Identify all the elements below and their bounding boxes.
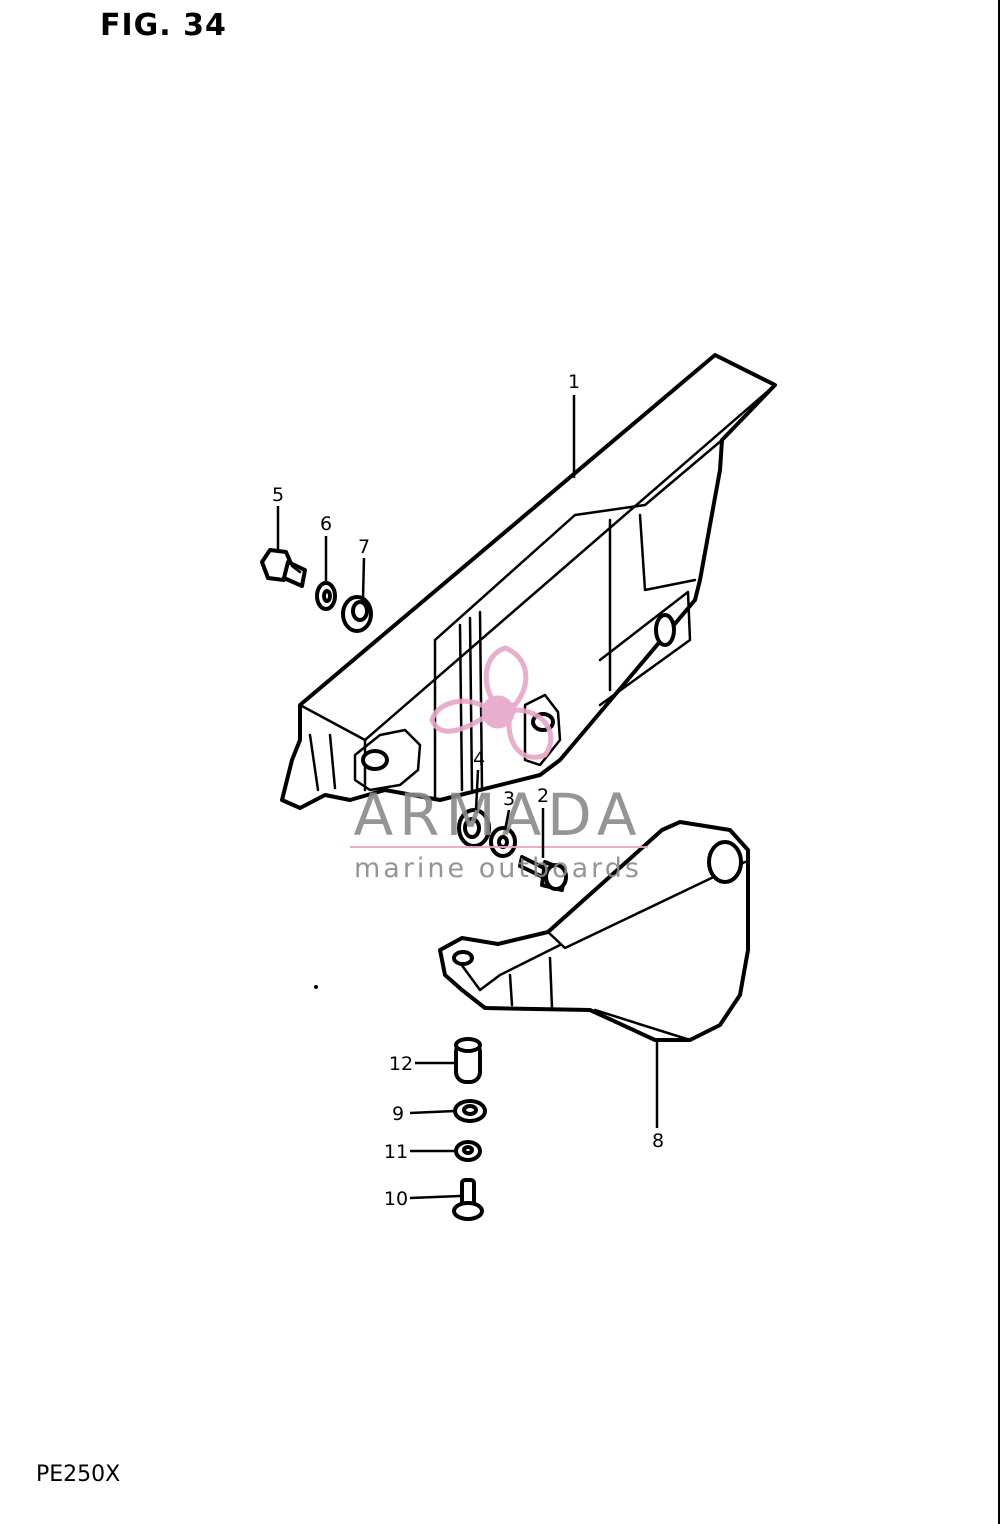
leader-7 — [361, 557, 366, 599]
callout-8: 8 — [652, 1130, 664, 1152]
callout-2: 2 — [537, 785, 549, 807]
stray-dot — [314, 985, 318, 989]
leader-3 — [503, 809, 511, 831]
callout-9: 9 — [392, 1103, 404, 1125]
callout-12: 12 — [389, 1053, 413, 1075]
propeller-logo-icon — [429, 645, 554, 760]
leader-9 — [409, 1109, 456, 1115]
watermark: ARMADA marine outboards — [350, 645, 648, 884]
callout-4: 4 — [473, 748, 485, 770]
figure-title: FIG. 34 — [100, 8, 227, 43]
part-10-screw — [452, 1178, 484, 1221]
part-11-lock-washer — [454, 1140, 482, 1162]
callout-labels: 1 2 3 4 5 6 7 8 9 10 11 12 — [272, 371, 664, 1210]
part-5-bolt — [260, 548, 307, 588]
part-2-bolt — [518, 855, 568, 892]
watermark-brand: ARMADA — [353, 781, 642, 849]
callout-10: 10 — [384, 1188, 408, 1210]
part-9-washer — [453, 1099, 487, 1123]
part-3-lock-washer — [489, 826, 517, 858]
part-6-lock-washer — [315, 581, 337, 611]
callout-11: 11 — [384, 1141, 408, 1163]
callout-6: 6 — [320, 513, 332, 535]
watermark-tagline: marine outboards — [354, 853, 642, 884]
part-7-washer — [341, 595, 373, 633]
callout-7: 7 — [358, 536, 370, 558]
leader-10 — [409, 1194, 461, 1200]
callout-3: 3 — [503, 788, 515, 810]
leader-lines — [276, 395, 659, 1200]
part-4-bushing — [457, 808, 491, 848]
model-code: PE250X — [36, 1462, 121, 1487]
part-1-bracket-cover — [280, 353, 777, 810]
part-12-spacer — [454, 1037, 482, 1084]
part-8-lower-bracket — [438, 820, 750, 1042]
callout-5: 5 — [272, 484, 284, 506]
callout-1: 1 — [568, 371, 580, 393]
leader-4 — [474, 769, 480, 811]
